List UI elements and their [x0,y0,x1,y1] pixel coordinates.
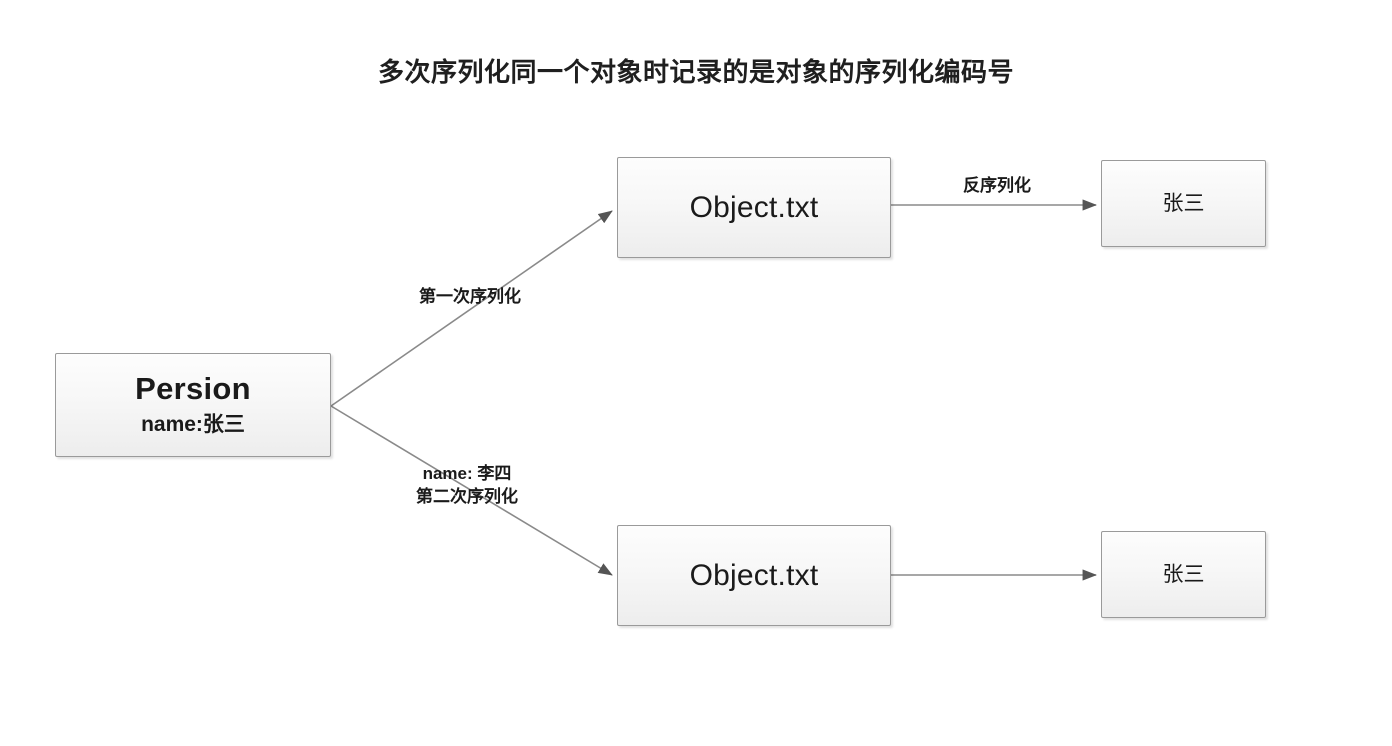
node-object-txt-top-label: Object.txt [689,191,819,224]
node-persion-title: Persion [135,371,251,407]
node-object-txt-bottom-label: Object.txt [689,559,819,592]
edge-label-second-serialize-line1: name: 李四 [422,464,512,483]
node-persion-field: name:张三 [141,413,245,437]
node-result-top-label: 张三 [1162,191,1205,215]
edge-label-second-serialize: name: 李四 第二次序列化 [416,463,518,509]
node-result-bottom-label: 张三 [1162,562,1205,586]
node-object-txt-top[interactable]: Object.txt [617,157,891,258]
edge-label-first-serialize: 第一次序列化 [419,287,521,306]
node-result-bottom[interactable]: 张三 [1101,531,1266,618]
edge-label-deserialize: 反序列化 [963,176,1031,195]
node-object-txt-bottom[interactable]: Object.txt [617,525,891,626]
node-persion[interactable]: Persion name:张三 [55,353,331,457]
edge-label-second-serialize-line2: 第二次序列化 [416,486,518,506]
page-title: 多次序列化同一个对象时记录的是对象的序列化编码号 [377,57,1014,87]
node-result-top[interactable]: 张三 [1101,160,1266,247]
